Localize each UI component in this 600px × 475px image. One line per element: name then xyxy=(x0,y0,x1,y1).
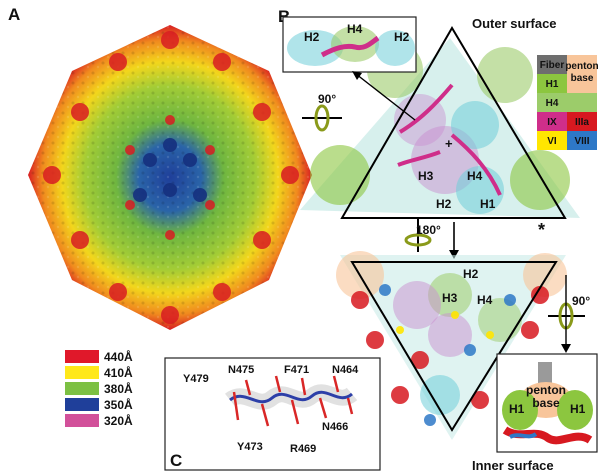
inset-right-h1-left: H1 xyxy=(509,402,525,416)
inner-surface-label: Inner surface xyxy=(472,458,554,473)
panel-a-capsid xyxy=(28,25,312,330)
flip-arrowhead xyxy=(449,250,459,259)
legend-label-7: IIIa xyxy=(575,117,589,128)
scale-swatch-3 xyxy=(65,398,99,411)
capsid-blue-patches xyxy=(133,138,207,202)
residue-n464: N464 xyxy=(332,364,359,376)
scale-swatch-0 xyxy=(65,350,99,363)
legend-swatch-4b xyxy=(567,93,597,112)
outer-h1-label: H1 xyxy=(480,197,496,211)
inner-triangle xyxy=(350,261,558,432)
residue-f471: F471 xyxy=(284,364,309,376)
inset-right-h1-right: H1 xyxy=(570,402,586,416)
scale-label-0: 440Å xyxy=(104,349,133,364)
outer-surface-label: Outer surface xyxy=(472,16,557,31)
outer-h3-label: H3 xyxy=(418,169,434,183)
legend-label-4: H4 xyxy=(546,98,559,109)
scale-label-4: 320Å xyxy=(104,413,133,428)
legend-label-0: Fiber xyxy=(540,60,565,71)
outer-triangle xyxy=(340,26,567,219)
top-inset-map xyxy=(287,26,415,66)
legend-swatch-6 xyxy=(537,112,567,131)
panel-c-label: C xyxy=(170,451,182,470)
scale-label-1: 410Å xyxy=(104,365,133,380)
rotate-180-icon xyxy=(404,218,432,252)
inner-h2-label: H2 xyxy=(463,267,479,281)
rotation-90-right-label: 90° xyxy=(572,294,590,308)
legend-swatch-2 xyxy=(537,74,567,93)
scale-swatch-4 xyxy=(65,414,99,427)
inset-top-h2-left: H2 xyxy=(304,30,320,44)
rotate-90-top-icon xyxy=(302,104,342,132)
outer-surface-map xyxy=(300,38,580,218)
capsid-vertex-patches xyxy=(43,31,299,324)
inset-top-h4: H4 xyxy=(347,22,363,36)
scale-label-2: 380Å xyxy=(104,381,133,396)
legend-label-2: H1 xyxy=(546,79,559,90)
inner-h3-label: H3 xyxy=(442,291,458,305)
legend-label-9: VIII xyxy=(574,136,589,147)
right-inset-map xyxy=(502,362,593,445)
inner-h4-label: H4 xyxy=(477,293,493,307)
scale-label-3: 350Å xyxy=(104,397,133,412)
legend-swatch-1 xyxy=(567,55,597,93)
panel-c-peptide-model xyxy=(225,375,358,427)
residue-y479: Y479 xyxy=(183,373,209,385)
residue-n466: N466 xyxy=(322,421,348,433)
legend-swatch-0 xyxy=(537,55,567,74)
legend-swatch-4 xyxy=(537,93,567,112)
residue-y473: Y473 xyxy=(237,441,263,453)
panel-c-box xyxy=(164,357,381,471)
top-inset-arrow xyxy=(355,73,416,121)
legend-swatch-8 xyxy=(537,131,567,150)
outer-h2-label: H2 xyxy=(436,197,452,211)
scale-swatch-1 xyxy=(65,366,99,379)
right-inset-arrowhead xyxy=(561,344,571,353)
residue-r469: R469 xyxy=(290,443,316,455)
inset-top-h2-right: H2 xyxy=(394,30,410,44)
legend-label-6: IX xyxy=(547,117,557,128)
outer-h4-label: H4 xyxy=(467,169,483,183)
rotation-180-label: 180° xyxy=(416,223,441,237)
legend-swatch-7 xyxy=(567,112,597,131)
scale-swatch-2 xyxy=(65,382,99,395)
protein-legend: FiberpentonbaseH1H4H3IXIIIaVIVIII xyxy=(537,55,599,150)
residue-n475: N475 xyxy=(228,364,254,376)
cross-marker: + xyxy=(445,136,453,151)
top-inset-arrowhead xyxy=(352,71,362,80)
star-marker: * xyxy=(538,220,545,240)
panel-a-label: A xyxy=(8,5,20,24)
rotation-90-top-label: 90° xyxy=(318,92,336,106)
legend-swatch-9 xyxy=(567,131,597,150)
legend-label-8: VI xyxy=(547,136,557,147)
